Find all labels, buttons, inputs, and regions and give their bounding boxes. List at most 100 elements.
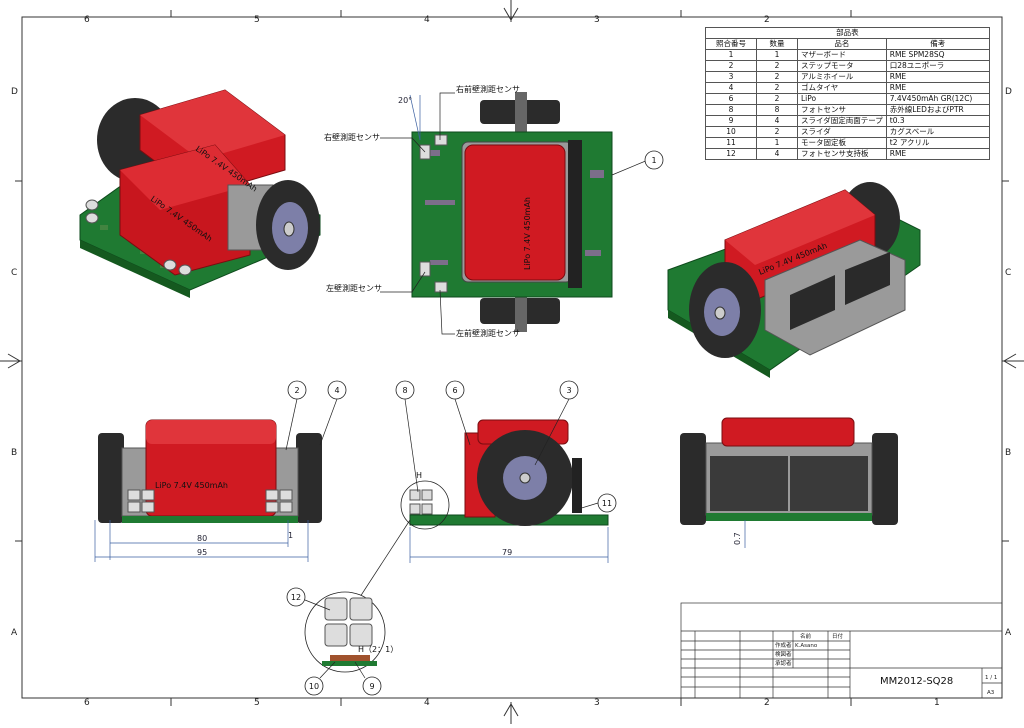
tb-author-name: K.Asano	[795, 643, 818, 649]
table-cell: 8	[705, 104, 757, 116]
angle-label: 20°	[398, 96, 412, 105]
zone-left-d: D	[11, 87, 18, 97]
zone-top-5: 5	[254, 15, 260, 25]
callout-8: 8	[402, 386, 407, 395]
callout-10: 10	[309, 682, 319, 691]
header-part-name: 品名	[797, 38, 887, 50]
table-cell: ステップモータ	[797, 60, 887, 72]
zone-top-2: 2	[764, 15, 770, 25]
battery-label-front: LiPo 7.4V 450mAh	[155, 481, 228, 490]
table-cell: RME SPM28SQ	[885, 49, 990, 61]
dim-small: 1	[288, 531, 293, 540]
table-cell: アルミホイール	[797, 71, 887, 83]
callout-6: 6	[452, 386, 457, 395]
table-cell: 10	[705, 126, 757, 138]
table-cell: t2 アクリル	[885, 137, 990, 149]
tb-row-approved: 承認者	[775, 659, 792, 667]
table-cell: 8	[756, 104, 798, 116]
table-cell: LiPo	[797, 93, 887, 105]
zone-right-c: C	[1005, 268, 1012, 278]
tb-row-checked: 検図者	[775, 650, 792, 658]
front-view: LiPo 7.4V 450mAh	[98, 419, 322, 523]
callout-1: 1	[651, 156, 656, 165]
table-cell: マザーボード	[797, 49, 887, 61]
table-cell: フォトセンサ支持板	[797, 148, 887, 160]
side-view	[400, 419, 609, 530]
table-cell: 2	[756, 82, 798, 94]
tb-col-date: 日付	[832, 632, 844, 640]
table-cell: 1	[756, 49, 798, 61]
parts-list-header: 照合番号 数量 品名 備考	[705, 38, 990, 50]
table-cell: 4	[756, 148, 798, 160]
isometric-view-front-left: LiPo 7.4V 450mAh LiPo 7.4V 450mAh	[79, 89, 321, 298]
table-cell: 6	[705, 93, 757, 105]
table-cell: 11	[705, 137, 757, 149]
zone-bottom-6: 6	[84, 698, 90, 708]
zone-left-b: B	[11, 448, 18, 458]
zone-bottom-1: 1	[934, 698, 940, 708]
top-view: LiPo 7.4V 450mAh	[411, 92, 613, 332]
callout-11: 11	[602, 499, 612, 508]
front-view-dimensions	[94, 520, 309, 562]
tb-row-author: 作成者	[775, 641, 792, 649]
dim-80: 80	[197, 534, 207, 543]
tb-sheet: 1 / 1	[985, 675, 997, 681]
tb-size: A3	[987, 690, 995, 696]
table-cell: 2	[705, 60, 757, 72]
table-cell: 7.4V450mAh GR(12C)	[885, 93, 990, 105]
table-cell: RME	[885, 82, 990, 94]
dim-79: 79	[502, 548, 512, 557]
zone-left-c: C	[11, 268, 18, 278]
header-remarks: 備考	[885, 38, 990, 50]
table-cell: ゴムタイヤ	[797, 82, 887, 94]
zone-bottom-3: 3	[594, 698, 600, 708]
label-left-front-sensor: 左前壁測距センサ	[456, 328, 520, 338]
callout-2: 2	[294, 386, 299, 395]
header-qty: 数量	[756, 38, 798, 50]
table-cell: スライダ	[797, 126, 887, 138]
table-cell: 2	[756, 93, 798, 105]
zone-top-6: 6	[84, 15, 90, 25]
dim-0-7: 0.7	[733, 532, 742, 545]
rear-view	[680, 417, 898, 525]
drawing-number: MM2012-SQ28	[880, 676, 953, 687]
callout-9: 9	[369, 682, 374, 691]
table-cell: RME	[885, 148, 990, 160]
title-block	[680, 602, 1003, 699]
table-cell: 9	[705, 115, 757, 127]
isometric-view-rear-right: LiPo 7.4V 450mAh	[667, 182, 921, 378]
zone-top-3: 3	[594, 15, 600, 25]
detail-view-h	[304, 519, 411, 673]
table-cell: 3	[705, 71, 757, 83]
table-cell: RME	[885, 71, 990, 83]
drawing-frame	[21, 16, 1003, 699]
table-cell: 1	[756, 137, 798, 149]
label-left-sensor: 左壁測距センサ	[326, 283, 382, 293]
tb-col-name: 名前	[800, 632, 812, 640]
detail-h-marker: H	[416, 471, 422, 480]
table-cell: 1	[705, 49, 757, 61]
zone-bottom-5: 5	[254, 698, 260, 708]
label-right-sensor: 右壁測距センサ	[324, 132, 380, 142]
table-cell: フォトセンサ	[797, 104, 887, 116]
zone-bottom-2: 2	[764, 698, 770, 708]
table-cell: t0.3	[885, 115, 990, 127]
table-cell: 4	[756, 115, 798, 127]
table-cell: 12	[705, 148, 757, 160]
dim-95: 95	[197, 548, 207, 557]
table-cell: スライダ固定両面テープ	[797, 115, 887, 127]
zone-left-a: A	[11, 628, 18, 638]
detail-h-scale: H（2：1）	[358, 645, 398, 654]
zone-right-d: D	[1005, 87, 1012, 97]
callout-3: 3	[566, 386, 571, 395]
